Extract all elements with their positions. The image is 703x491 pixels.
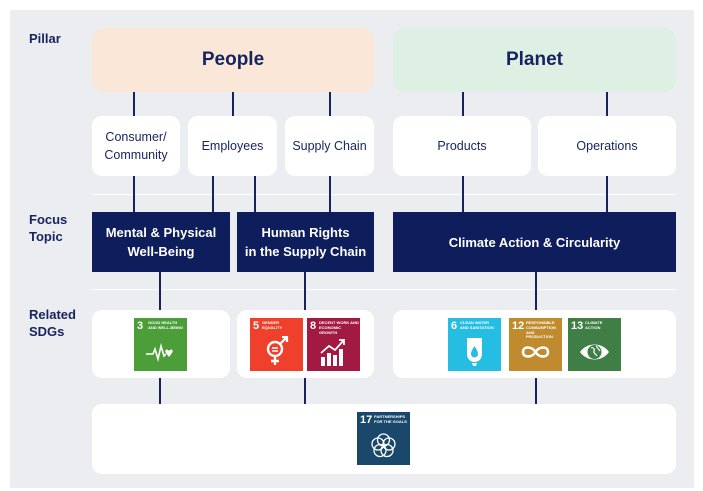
sdg-13-number: 13 bbox=[571, 320, 584, 332]
subcategory-label: Employees bbox=[201, 139, 264, 153]
sdg-5-title: GENDER EQUALITY bbox=[262, 320, 283, 330]
connector-line bbox=[133, 176, 135, 212]
growth-chart-icon bbox=[320, 339, 345, 366]
infinity-icon bbox=[521, 346, 550, 358]
sdg-12-title: RESPONSIBLE CONSUMPTION AND PRODUCTION bbox=[526, 320, 556, 340]
connector-line bbox=[535, 272, 537, 310]
subcategory-label: Supply Chain bbox=[292, 139, 367, 153]
section-divider bbox=[92, 194, 676, 195]
row-label-pillar: Pillar bbox=[29, 31, 61, 46]
pillar-people-label: People bbox=[201, 49, 265, 70]
pillar-planet-label: Planet bbox=[505, 49, 564, 70]
water-drop-icon bbox=[467, 338, 482, 366]
sdg-5-tile: 5 GENDER EQUALITY bbox=[250, 318, 303, 371]
connector-line bbox=[606, 176, 608, 212]
pillar-people: People bbox=[92, 28, 374, 92]
focus-topic-climate-action: Climate Action & Circularity bbox=[393, 212, 676, 272]
gender-equality-icon bbox=[266, 336, 289, 365]
connector-line bbox=[304, 272, 306, 310]
connector-line bbox=[254, 176, 256, 212]
focus-topic-label: Mental & Physical Well-Being bbox=[105, 225, 217, 259]
connector-line bbox=[329, 92, 331, 116]
sdg-17-title: PARTNERSHIPS FOR THE GOALS bbox=[374, 414, 407, 424]
sdg-8-number: 8 bbox=[310, 320, 317, 332]
sdg-6-number: 6 bbox=[451, 320, 458, 332]
pillar-planet: Planet bbox=[393, 28, 676, 92]
connector-line bbox=[462, 176, 464, 212]
sdg-13-title: CLIMATE ACTION bbox=[585, 320, 603, 330]
subcategory-supply-chain: Supply Chain bbox=[285, 116, 374, 176]
subcategory-employees: Employees bbox=[188, 116, 277, 176]
focus-topic-label: Human Rights in the Supply Chain bbox=[244, 225, 367, 259]
sdg-3-tile: 3 GOOD HEALTH AND WELL-BEING bbox=[134, 318, 187, 371]
connector-line bbox=[232, 92, 234, 116]
connector-line bbox=[329, 176, 331, 212]
focus-topic-human-rights: Human Rights in the Supply Chain bbox=[237, 212, 374, 272]
subcategory-operations: Operations bbox=[538, 116, 676, 176]
subcategory-label: Products bbox=[437, 139, 487, 153]
focus-topic-label: Climate Action & Circularity bbox=[448, 234, 621, 250]
subcategory-label: Operations bbox=[576, 139, 638, 153]
subcategory-products: Products bbox=[393, 116, 531, 176]
eye-globe-icon bbox=[580, 344, 609, 360]
sdg-8-tile: 8 DECENT WORK AND ECONOMIC GROWTH bbox=[307, 318, 360, 371]
subcategory-consumer-community: Consumer/ Community bbox=[92, 116, 180, 176]
connector-line bbox=[159, 378, 161, 404]
sdg-3-number: 3 bbox=[137, 320, 144, 332]
sdg-6-tile: 6 CLEAN WATER AND SANITATION bbox=[448, 318, 501, 371]
connector-line bbox=[462, 92, 464, 116]
connector-line bbox=[304, 378, 306, 404]
sdg-6-title: CLEAN WATER AND SANITATION bbox=[460, 320, 494, 330]
flower-rings-icon bbox=[371, 433, 396, 458]
row-label-focus-topic: Focus Topic bbox=[29, 212, 68, 244]
sdg-12-number: 12 bbox=[512, 320, 525, 332]
sdg-17-number: 17 bbox=[360, 414, 373, 426]
heartbeat-icon bbox=[146, 342, 173, 363]
sdg-17-tile: 17 PARTNERSHIPS FOR THE GOALS bbox=[357, 412, 410, 465]
connector-line bbox=[133, 92, 135, 116]
section-divider bbox=[92, 289, 676, 290]
sdg-5-number: 5 bbox=[253, 320, 260, 332]
sdg-13-tile: 13 CLIMATE ACTION bbox=[568, 318, 621, 371]
connector-line bbox=[159, 272, 161, 310]
connector-line bbox=[535, 378, 537, 404]
connector-line bbox=[606, 92, 608, 116]
focus-topic-mental-physical: Mental & Physical Well-Being bbox=[92, 212, 230, 272]
sdg-12-tile: 12 RESPONSIBLE CONSUMPTION AND PRODUCTIO… bbox=[509, 318, 562, 371]
sdg-8-title: DECENT WORK AND ECONOMIC GROWTH bbox=[319, 320, 359, 335]
row-label-related-sdgs: Related SDGs bbox=[29, 307, 76, 339]
subcategory-label: Consumer/ Community bbox=[104, 130, 168, 162]
connector-line bbox=[212, 176, 214, 212]
sdg-3-title: GOOD HEALTH AND WELL-BEING bbox=[148, 320, 184, 330]
